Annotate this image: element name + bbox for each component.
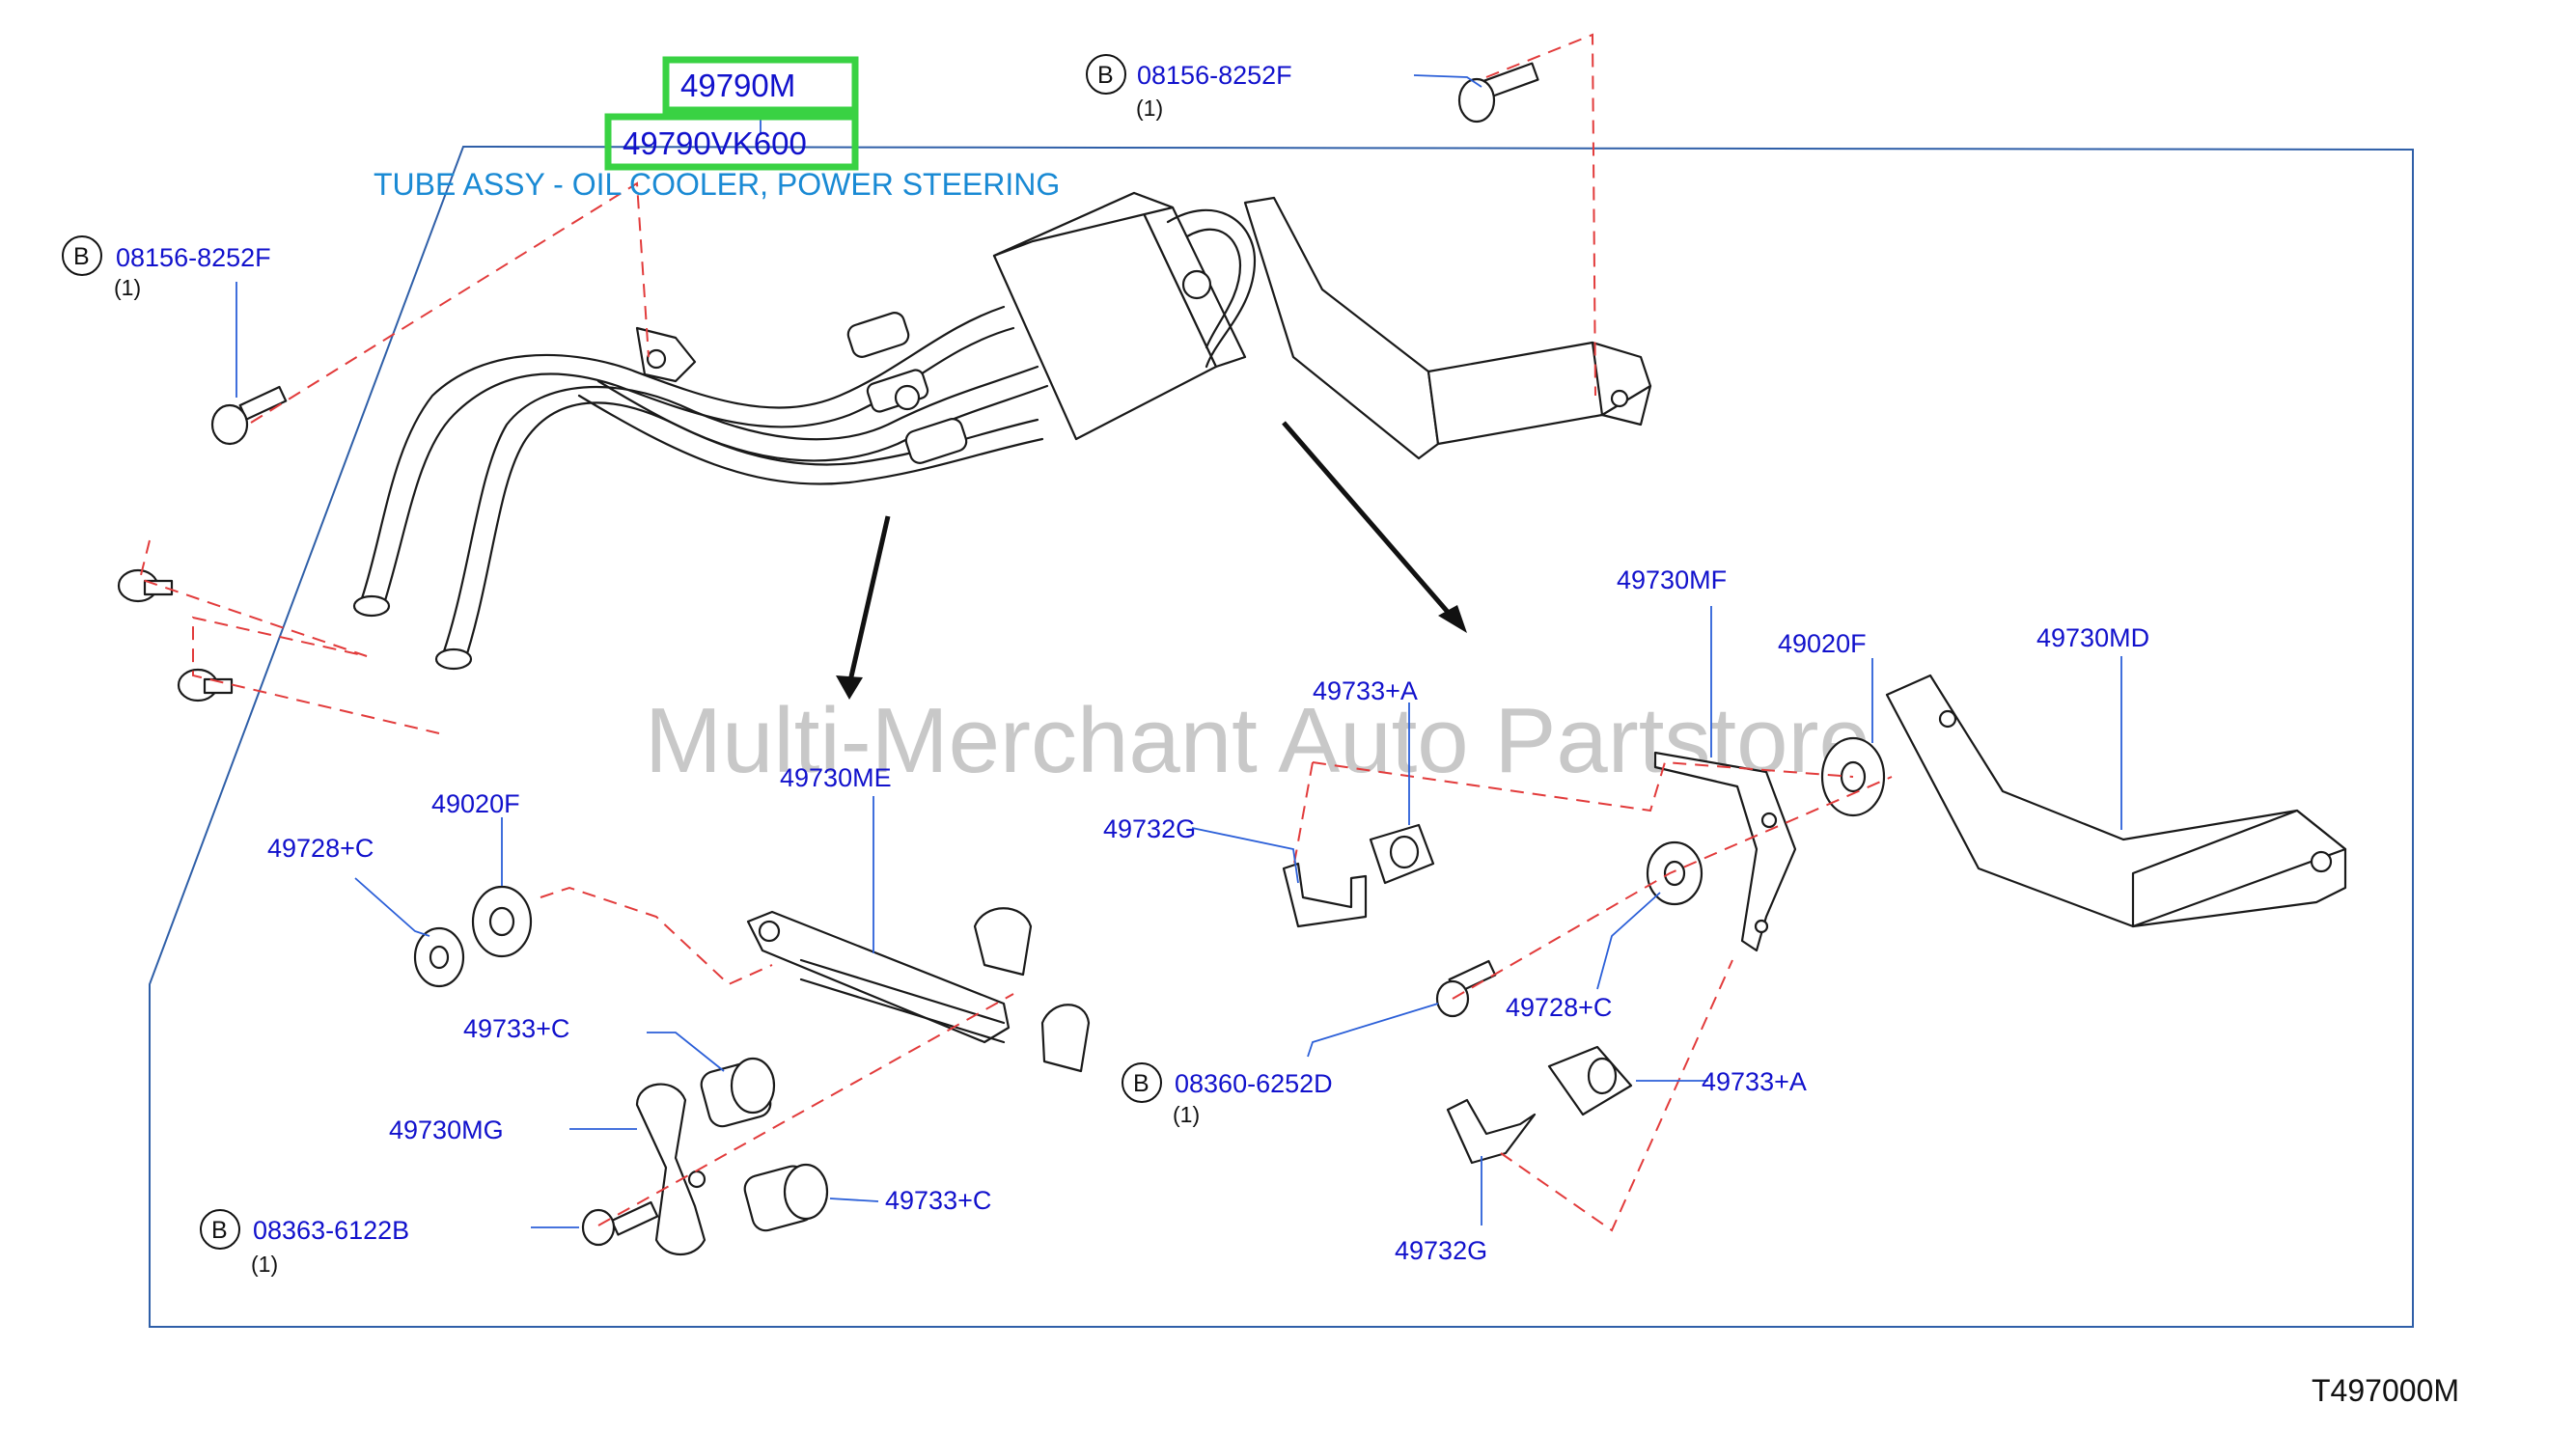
- part-number-49730mf[interactable]: 49730MF: [1617, 565, 1727, 594]
- direction-arrows: [836, 421, 1467, 700]
- bolt-top-letter: B: [1097, 62, 1114, 89]
- part-description: TUBE ASSY - OIL COOLER, POWER STEERING: [374, 167, 1060, 202]
- part-number-bolt-mid[interactable]: 08360-6252D: [1175, 1069, 1333, 1098]
- qty-bolt-left: (1): [114, 275, 141, 300]
- part-number-bolt-top[interactable]: 08156-8252F: [1137, 61, 1292, 90]
- diagram-frame: [149, 145, 2414, 1328]
- bolt-mid-letter: B: [1133, 1070, 1150, 1097]
- part-number-49730me[interactable]: 49730ME: [780, 763, 892, 792]
- bolt-top-letter-circle: [1086, 54, 1126, 95]
- part-number-49728c-left[interactable]: 49728+C: [267, 834, 374, 863]
- part-number-49732g-top[interactable]: 49732G: [1103, 814, 1196, 843]
- bolt-left-letter-circle: [62, 235, 102, 276]
- diagram-code: T497000M: [2312, 1373, 2459, 1408]
- assembly-guide-lines: [138, 33, 1893, 1232]
- bolt-bottom-letter: B: [211, 1217, 228, 1244]
- part-number-49733c-top[interactable]: 49733+C: [463, 1014, 569, 1043]
- watermark-text: Multi-Merchant Auto Partstore: [645, 689, 1870, 792]
- part-number-49732g-bottom[interactable]: 49732G: [1395, 1236, 1487, 1265]
- part-number-49733c-bottom[interactable]: 49733+C: [885, 1186, 991, 1215]
- lower-left-bracket-assembly: [413, 885, 1091, 1255]
- bolt-mid-letter-circle: [1122, 1062, 1162, 1103]
- highlight-box-49790vk600: [604, 113, 859, 171]
- bolt-top: [1457, 62, 1539, 124]
- part-number-bolt-bottom[interactable]: 08363-6122B: [253, 1216, 409, 1245]
- part-number-49730mg[interactable]: 49730MG: [389, 1115, 504, 1144]
- part-number-49733a-top[interactable]: 49733+A: [1313, 676, 1418, 705]
- part-number-49790vk600[interactable]: 49790VK600: [623, 125, 807, 161]
- part-number-49020f-left[interactable]: 49020F: [431, 789, 520, 818]
- qty-bolt-top: (1): [1136, 96, 1163, 121]
- part-number-49728c-right[interactable]: 49728+C: [1506, 993, 1612, 1022]
- part-number-49733a-bottom[interactable]: 49733+A: [1702, 1067, 1807, 1096]
- hose-clamps: [117, 568, 234, 702]
- qty-bolt-mid: (1): [1173, 1102, 1200, 1127]
- oil-cooler-tube-assembly: [352, 191, 1652, 671]
- part-number-49730md[interactable]: 49730MD: [2036, 623, 2149, 652]
- part-number-49020f-right[interactable]: 49020F: [1778, 629, 1867, 658]
- highlight-box-49790m: [662, 56, 859, 114]
- leader-lines: [235, 74, 2122, 1228]
- part-number-bolt-left[interactable]: 08156-8252F: [116, 243, 271, 272]
- lower-right-bracket-assembly: [1282, 674, 2347, 1165]
- bolt-bottom-letter-circle: [200, 1209, 240, 1250]
- bolt-left: [210, 385, 288, 446]
- qty-bolt-bottom: (1): [251, 1252, 278, 1277]
- part-number-49790m[interactable]: 49790M: [680, 68, 795, 103]
- bolt-left-letter: B: [73, 243, 90, 270]
